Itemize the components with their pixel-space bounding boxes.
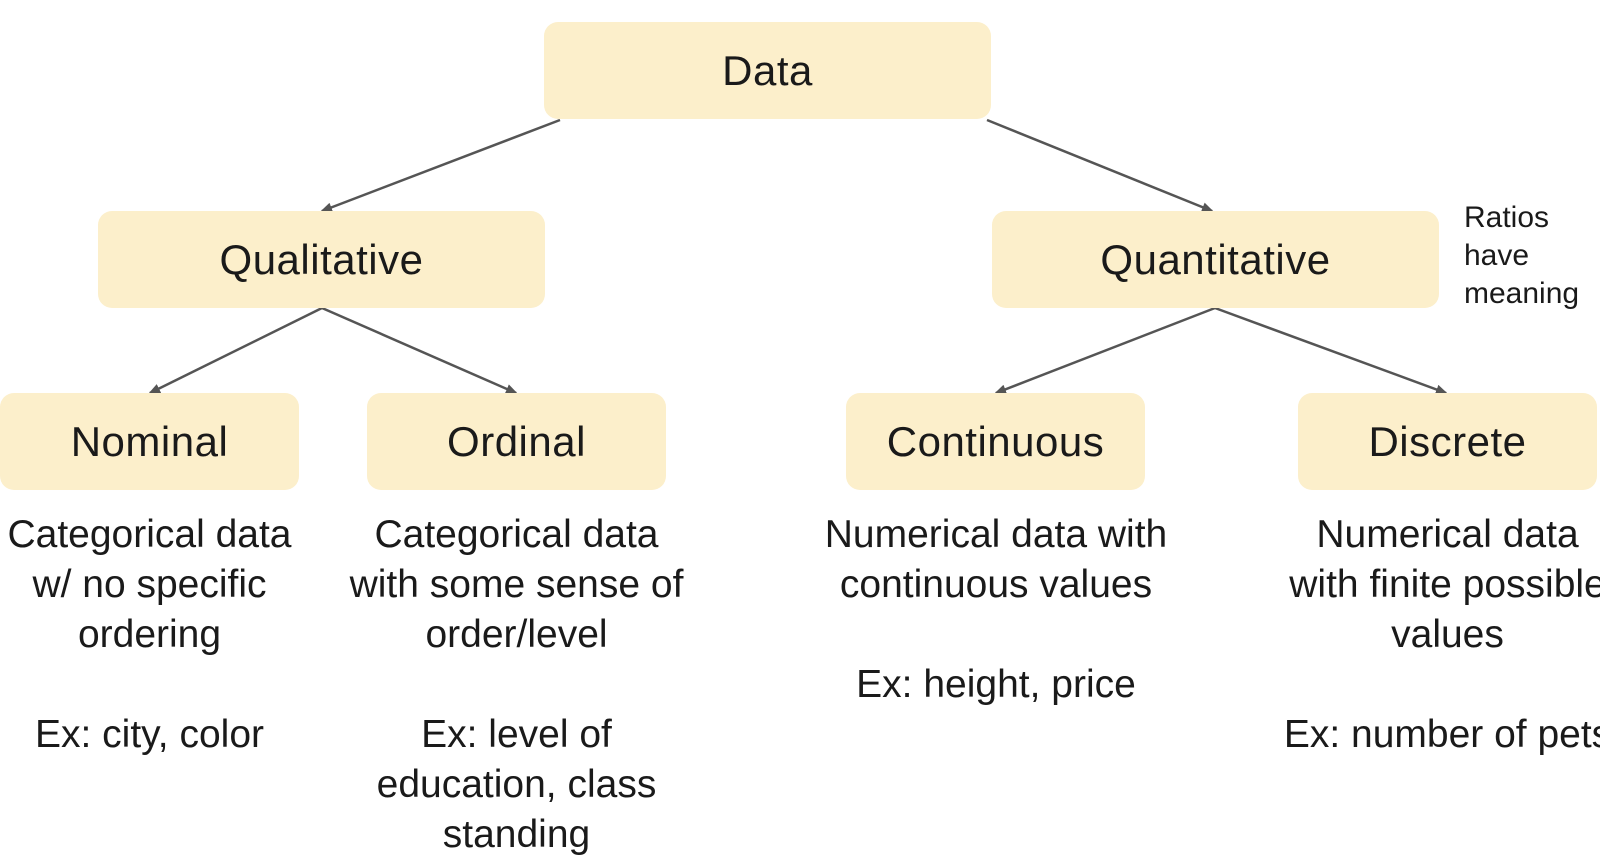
node-data: Data [544,22,991,119]
arrow-qualitative-to-nominal [148,306,323,395]
discrete-description: Numerical data with finite possible valu… [1289,513,1600,656]
nominal-description: Categorical data w/ no specific ordering [7,513,292,656]
node-nominal: Nominal [0,393,299,490]
node-data-label: Data [722,46,813,94]
node-discrete-label: Discrete [1368,417,1527,465]
arrow-data-to-qualitative [320,118,561,213]
arrow-quantitative-to-discrete [1214,306,1448,395]
node-quantitative: Quantitative [992,211,1439,308]
node-ordinal-label: Ordinal [447,417,586,465]
ordinal-description: Categorical data with some sense of orde… [349,513,684,656]
node-qualitative: Qualitative [98,211,545,308]
node-qualitative-label: Qualitative [219,235,424,283]
node-continuous-label: Continuous [886,417,1105,465]
continuous-description: Numerical data with continuous values [824,513,1168,606]
continuous-example: Ex: height, price [856,663,1136,706]
quantitative-note: Ratios have meaning [1464,201,1580,310]
arrow-data-to-quantitative [986,118,1214,213]
ordinal-example: Ex: level of education, class standing [376,713,657,856]
discrete-example: Ex: number of pets [1283,713,1600,756]
nominal-example: Ex: city, color [35,713,264,756]
continuous-description-block: Numerical data with continuous values Ex… [820,510,1172,710]
arrow-quantitative-to-continuous [994,306,1216,395]
node-ordinal: Ordinal [367,393,666,490]
node-quantitative-label: Quantitative [1100,235,1331,283]
ordinal-description-block: Categorical data with some sense of orde… [340,510,693,860]
node-discrete: Discrete [1298,393,1597,490]
node-nominal-label: Nominal [70,417,229,465]
node-continuous: Continuous [846,393,1145,490]
nominal-description-block: Categorical data w/ no specific ordering… [0,510,299,760]
discrete-description-block: Numerical data with finite possible valu… [1280,510,1600,760]
arrow-qualitative-to-ordinal [321,306,518,395]
